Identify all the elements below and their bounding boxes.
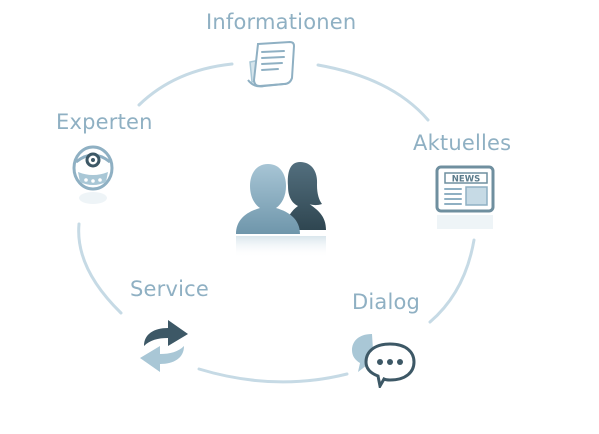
document-icon [247, 40, 296, 88]
newspaper-icon-text: NEWS [452, 175, 480, 185]
ring-arc-left [77, 222, 123, 315]
ring-arc-right [428, 238, 476, 324]
node-label-dialog: Dialog [352, 290, 421, 314]
ring-arc-top-left [137, 62, 234, 107]
ring-arc-bottom [197, 367, 349, 384]
refresh-arrows-icon [140, 320, 188, 372]
node-label-experten: Experten [56, 110, 153, 134]
doctor-icon [72, 145, 114, 204]
newspaper-icon: NEWS [435, 165, 495, 229]
node-label-aktuelles: Aktuelles [413, 131, 512, 155]
node-label-service: Service [130, 277, 210, 301]
node-label-informationen: Informationen [206, 10, 357, 34]
people-icon [236, 162, 326, 258]
speech-bubbles-icon [352, 334, 416, 388]
ring-arc-top-right [316, 63, 430, 122]
